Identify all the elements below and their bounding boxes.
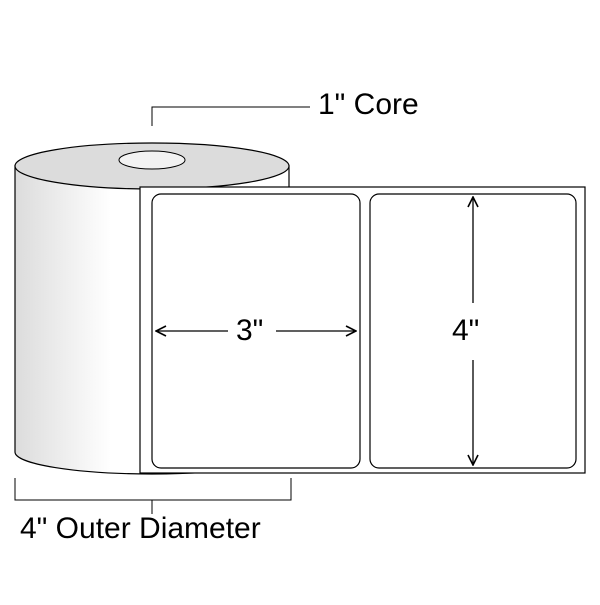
label-width-dimension: 3"	[236, 314, 264, 347]
label-1	[151, 193, 361, 469]
label-height-dimension: 4"	[452, 314, 480, 347]
core-size-label: 1" Core	[318, 88, 419, 121]
core-hole	[118, 150, 186, 170]
outer-diameter-bracket	[14, 478, 292, 501]
label-2	[369, 193, 577, 469]
outer-diameter-label: 4" Outer Diameter	[20, 512, 261, 545]
core-callout-line	[151, 106, 310, 126]
